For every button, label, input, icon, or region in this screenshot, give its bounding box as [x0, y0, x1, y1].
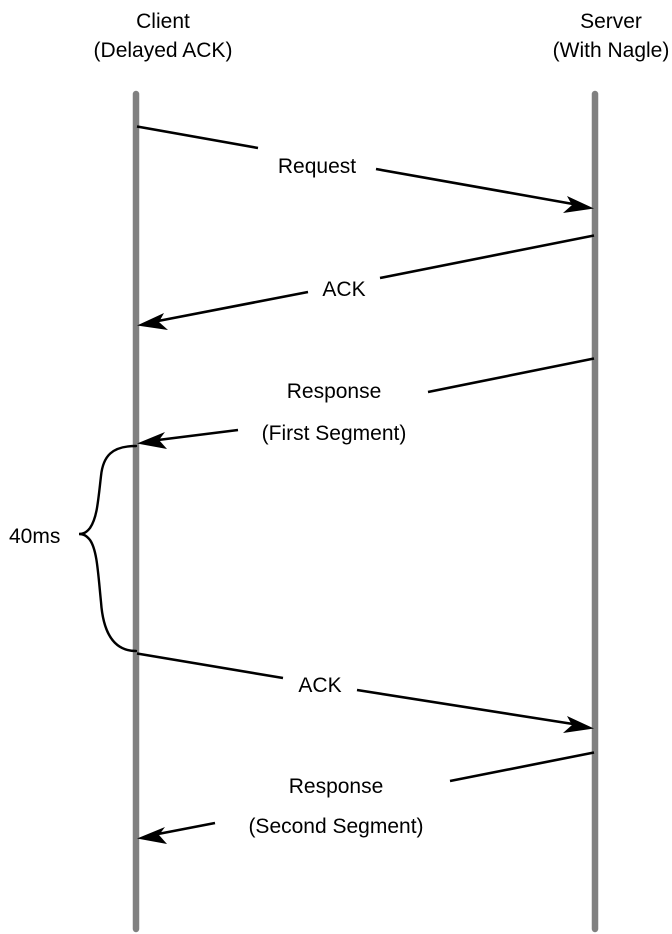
message-ack-2-arrowhead	[563, 716, 594, 733]
message-ack-2: ACK	[136, 652, 594, 733]
message-response-second-label-line2: (Second Segment)	[248, 815, 423, 838]
message-ack-2-label: ACK	[298, 674, 341, 697]
participant-header-client: Client (Delayed ACK)	[94, 10, 233, 62]
message-response-second-line-right	[449, 751, 595, 783]
message-response-second-label-line1: Response	[289, 775, 384, 798]
message-response-second: Response (Second Segment)	[137, 751, 595, 844]
server-header-line2: (With Nagle)	[553, 39, 670, 62]
message-request-arrowhead	[563, 196, 594, 213]
delay-brace-shape	[78, 444, 138, 653]
message-request-line-left	[136, 125, 259, 150]
annotation-delay-brace: 40ms	[9, 444, 138, 653]
message-response-first-label-line1: Response	[287, 380, 382, 403]
message-ack-1: ACK	[137, 234, 595, 330]
server-header-line1: Server	[580, 10, 642, 33]
message-response-first-line-right	[427, 357, 595, 394]
message-response-second-arrowhead	[137, 827, 167, 844]
client-header-line1: Client	[136, 10, 190, 33]
message-response-second-line-left	[157, 821, 216, 836]
message-request-line-right	[375, 167, 574, 206]
message-response-first-line-left	[157, 428, 239, 442]
message-request-label: Request	[278, 155, 356, 178]
message-ack-1-line-left	[157, 290, 309, 323]
message-ack-1-arrowhead	[137, 313, 168, 330]
message-response-first-arrowhead	[137, 432, 167, 449]
delay-brace-label: 40ms	[9, 525, 60, 548]
message-request: Request	[136, 125, 594, 213]
message-ack-2-line-right	[356, 688, 574, 726]
message-ack-1-label: ACK	[322, 278, 365, 301]
participant-header-server: Server (With Nagle)	[553, 10, 670, 62]
message-ack-2-line-left	[136, 652, 284, 680]
message-ack-1-line-right	[379, 234, 595, 280]
message-response-first: Response (First Segment)	[137, 357, 595, 449]
message-response-first-label-line2: (First Segment)	[262, 422, 407, 445]
client-header-line2: (Delayed ACK)	[94, 39, 233, 62]
